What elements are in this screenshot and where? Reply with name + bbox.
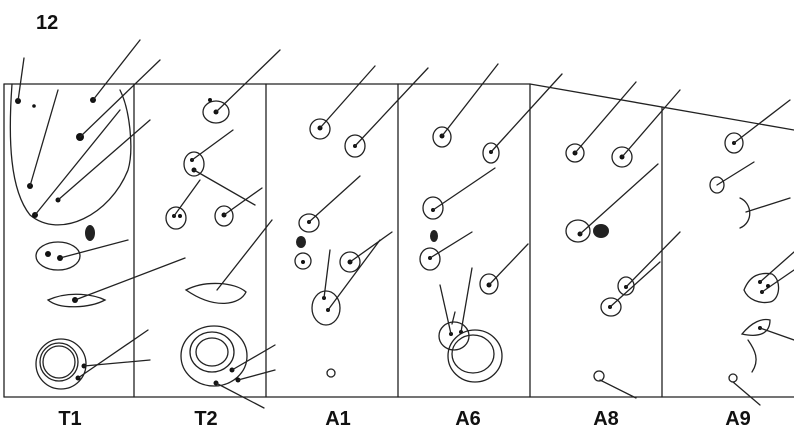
- spiracle: [593, 224, 609, 238]
- segment-a6-setae: [419, 63, 563, 383]
- spiracle: [85, 225, 95, 241]
- segment-a8-setae: [565, 81, 681, 399]
- segment-label-a1: A1: [325, 408, 351, 430]
- segment-t2-setae: [165, 49, 281, 409]
- segment-label-t1: T1: [58, 408, 82, 430]
- segment-a1-setae: [294, 65, 429, 378]
- figure-number: 12: [36, 12, 59, 34]
- segment-a9-setae: [709, 99, 794, 406]
- segment-label-a9: A9: [725, 408, 751, 430]
- body-outline: [3, 83, 794, 398]
- segment-label-a6: A6: [455, 408, 481, 430]
- pronotal-shield: [9, 83, 132, 226]
- segment-label-t2: T2: [194, 408, 218, 430]
- segment-label-a8: A8: [593, 408, 619, 430]
- segment-t1-setae: [9, 39, 186, 390]
